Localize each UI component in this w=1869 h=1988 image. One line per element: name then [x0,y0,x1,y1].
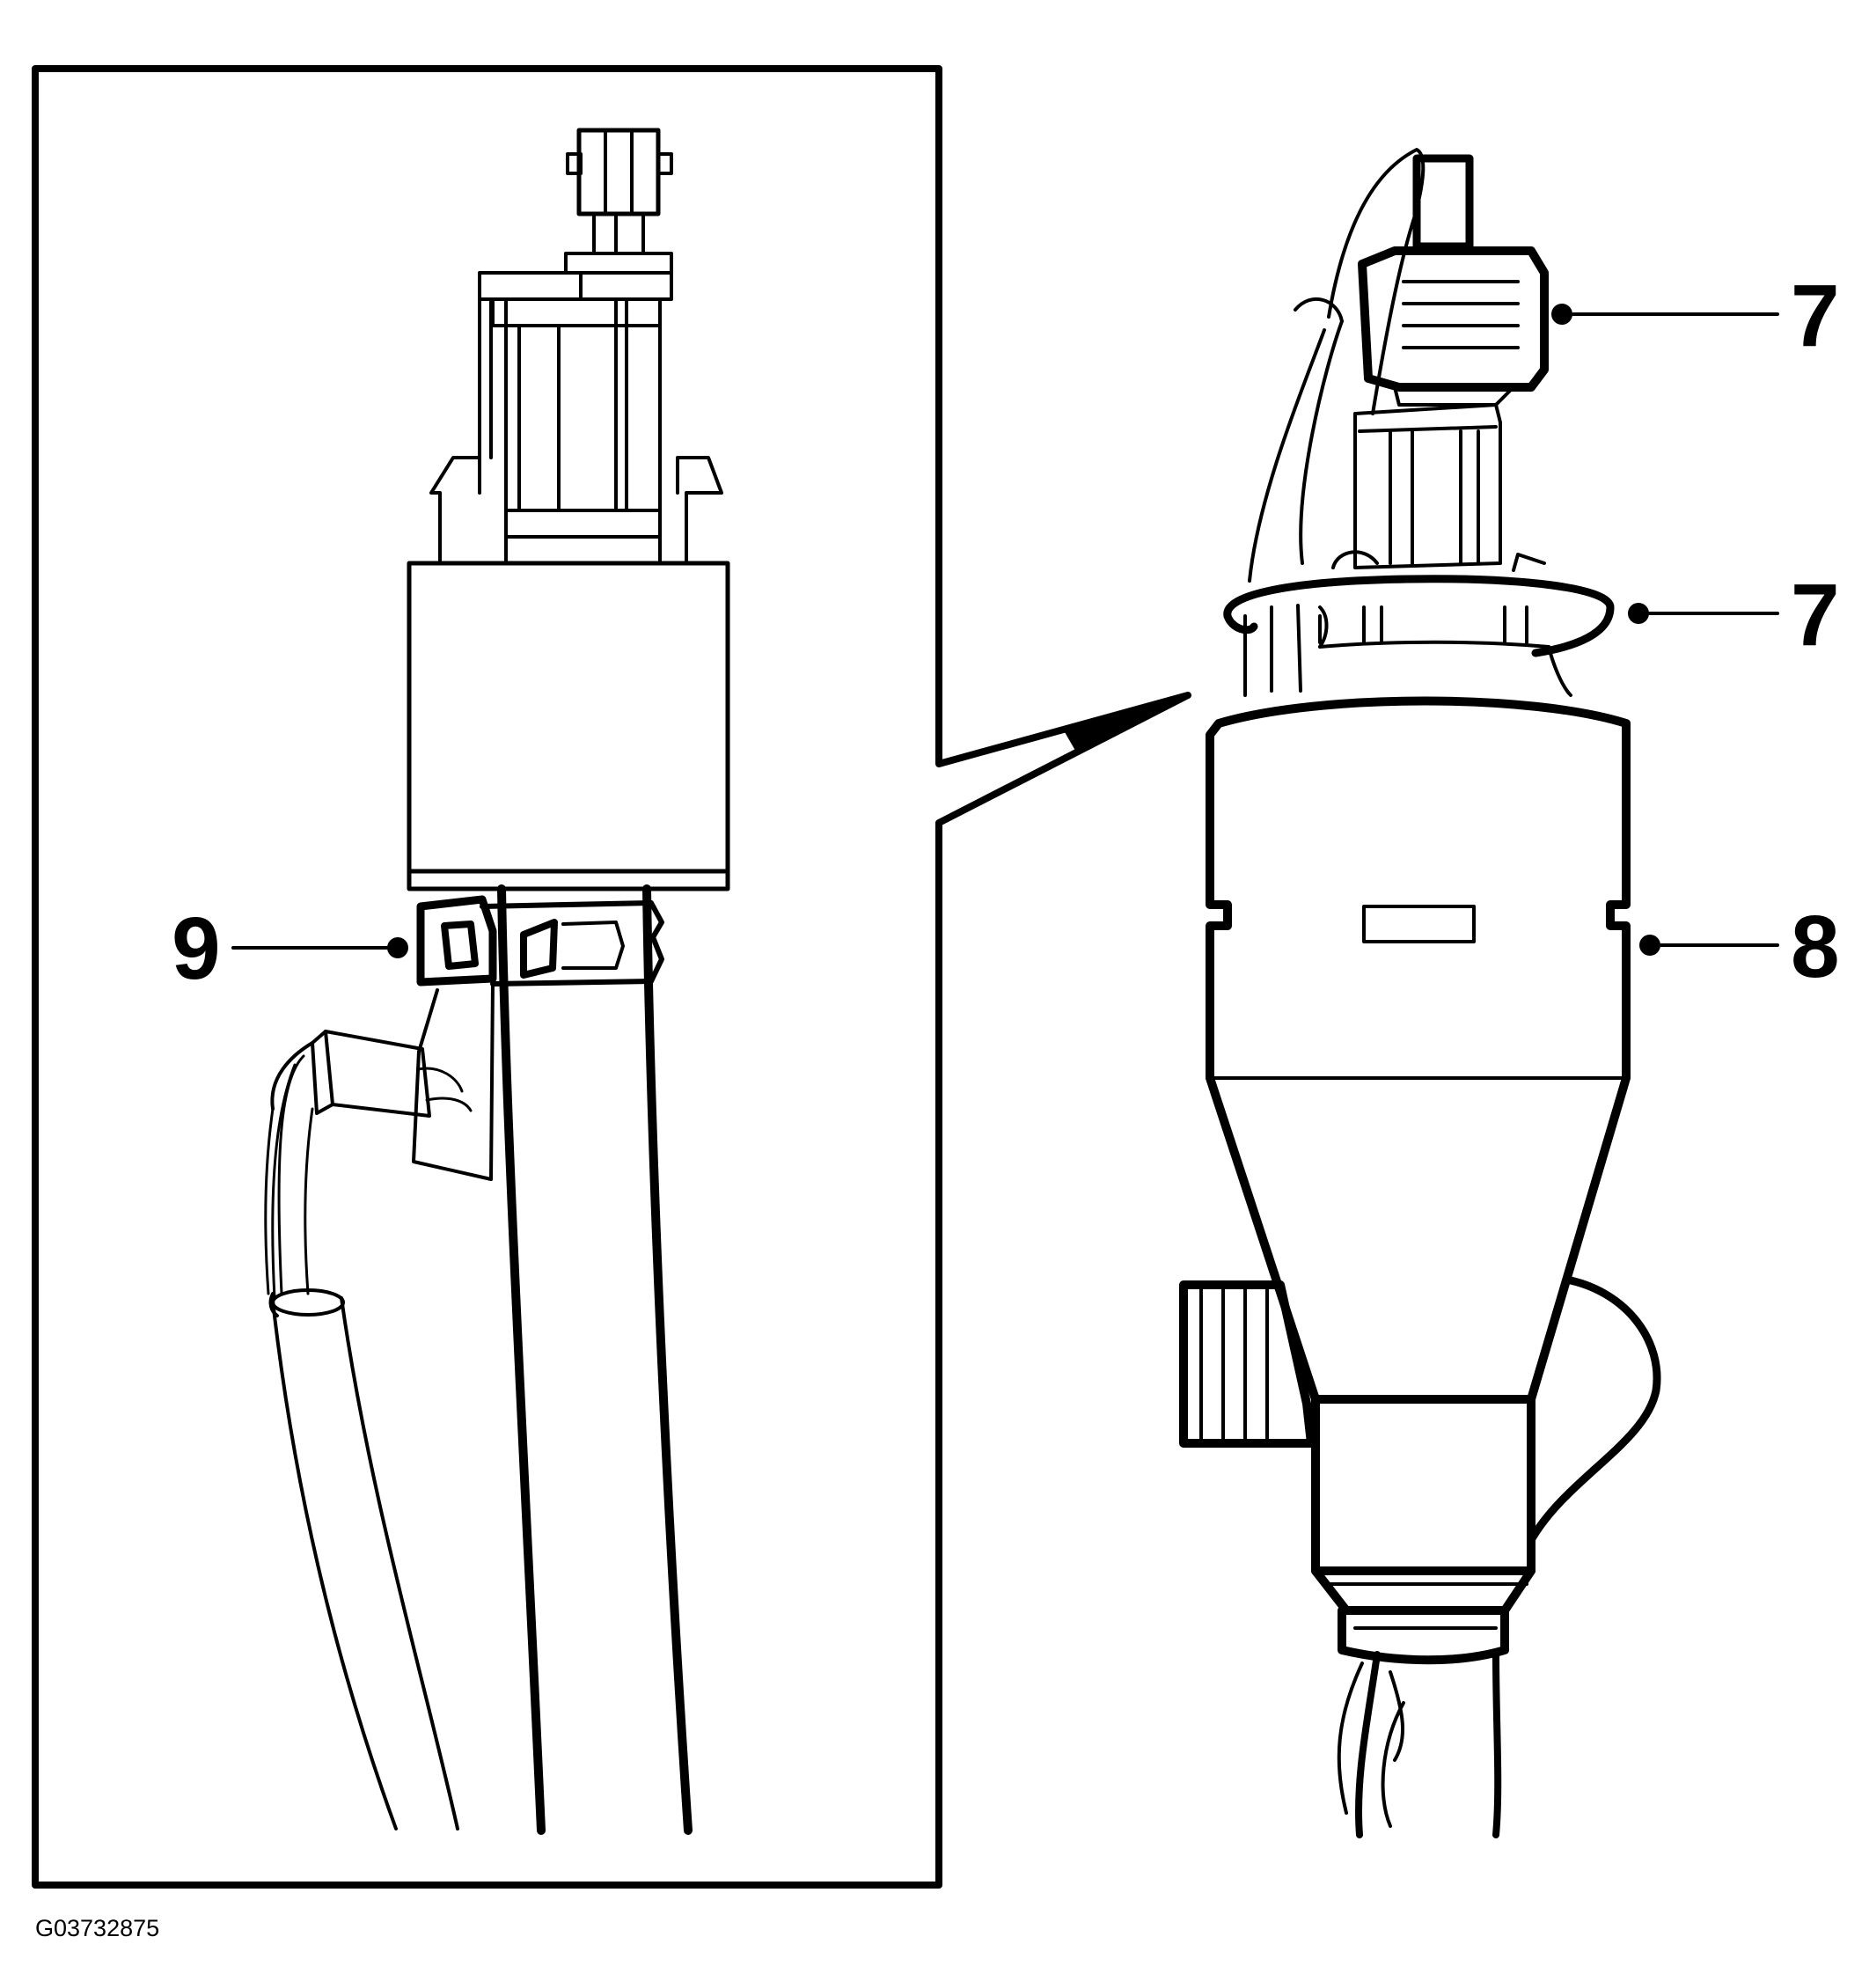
hose-clamp [416,895,664,987]
pump-upper-body [429,252,723,565]
wire-loop [1327,148,1426,415]
module-housing [1179,696,1661,1838]
pump-canister [407,561,730,891]
callout-7-upper: 7 [1551,267,1840,365]
locking-ring [1223,575,1615,697]
wiring-harness [264,1030,473,1830]
callout-8: 8 [1639,898,1840,996]
callout-7-lower-label: 7 [1791,566,1840,664]
assembled-view: 7 [1179,148,1840,1838]
inset-frame [32,65,1191,1889]
callout-7-upper-label: 7 [1791,267,1840,365]
callout-9: 9 [172,899,408,998]
pump-upper-section [1331,403,1546,572]
detail-inset: 9 [32,65,1191,1889]
top-connector [1358,154,1549,407]
pump-connector [566,128,673,255]
figure-id: G03732875 [35,1915,159,1941]
callout-7-lower-dot [1628,603,1649,624]
callout-9-dot [387,937,408,958]
callout-7-lower: 7 [1628,566,1840,664]
callout-8-dot [1639,935,1660,956]
callout-7-upper-dot [1551,304,1572,325]
callout-9-label: 9 [172,899,221,998]
callout-8-label: 8 [1791,898,1840,996]
fuel-hoses [412,884,693,1835]
inset-pointer [1065,695,1188,755]
